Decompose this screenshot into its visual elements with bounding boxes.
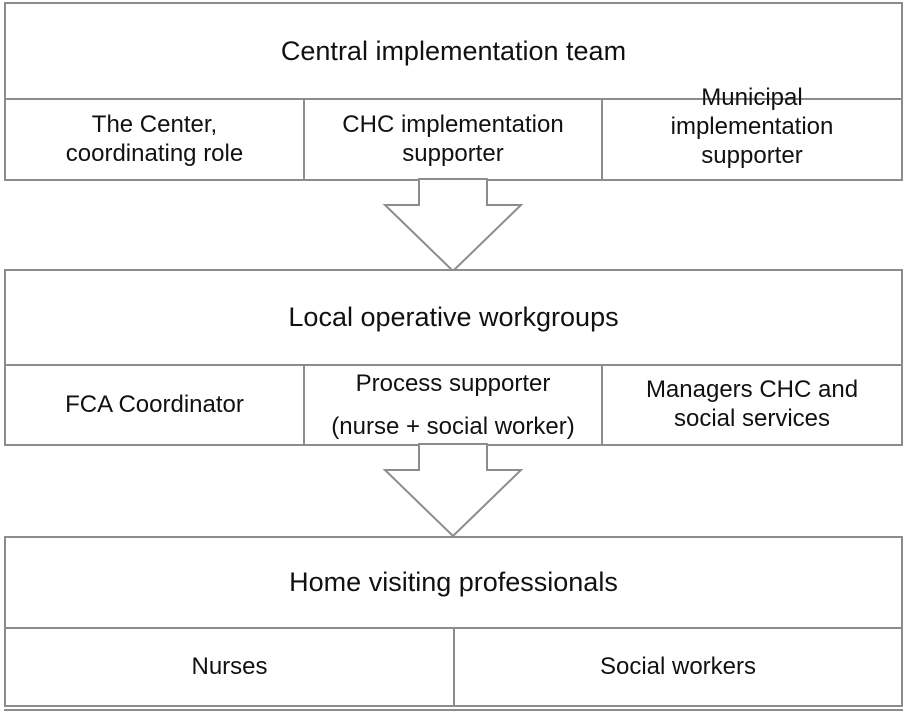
member-line: supporter [402, 139, 504, 167]
member-managers-chc-social-services: Managers CHC and social services [601, 364, 903, 446]
member-line: Managers CHC and [645, 376, 859, 404]
member-line: The Center, [91, 110, 218, 138]
member-nurses: Nurses [4, 627, 455, 707]
member-line: implementation [670, 113, 834, 141]
member-line: social services [673, 405, 831, 432]
member-process-supporter: Process supporter (nurse + social worker… [303, 364, 603, 446]
tier-central-implementation-team-title: Central implementation team [4, 2, 903, 100]
member-text: Managers CHC and social services [646, 376, 858, 434]
tier-home-visiting-professionals-title: Home visiting professionals [4, 536, 903, 629]
member-line: Nurses [191, 652, 268, 680]
member-text: Municipal implementation supporter [670, 84, 834, 176]
member-text: The Center, coordinating role [66, 111, 243, 169]
tier-title-text: Central implementation team [280, 35, 627, 66]
member-text: CHC implementation supporter [342, 111, 563, 169]
tier-title-text: Home visiting professionals [289, 567, 618, 598]
member-line: FCA Coordinator [65, 390, 244, 418]
member-social-workers: Social workers [453, 627, 903, 707]
down-arrow-icon [382, 443, 524, 538]
member-line: Social workers [599, 652, 757, 680]
member-line: supporter [701, 141, 803, 169]
member-line: Municipal [701, 84, 803, 112]
tier-local-operative-workgroups-title: Local operative workgroups [4, 269, 903, 366]
member-line: CHC implementation [342, 110, 564, 138]
bottom-divider [4, 709, 903, 711]
member-line: (nurse + social worker) [331, 413, 575, 441]
member-chc-implementation-supporter: CHC implementation supporter [303, 98, 603, 181]
member-the-center: The Center, coordinating role [4, 98, 305, 181]
member-line: coordinating role [65, 139, 244, 167]
member-fca-coordinator: FCA Coordinator [4, 364, 305, 446]
down-arrow-icon [382, 178, 524, 273]
member-municipal-implementation-supporter: Municipal implementation supporter [601, 84, 903, 181]
tier-title-text: Local operative workgroups [288, 302, 619, 333]
member-line: Process supporter [355, 370, 551, 397]
